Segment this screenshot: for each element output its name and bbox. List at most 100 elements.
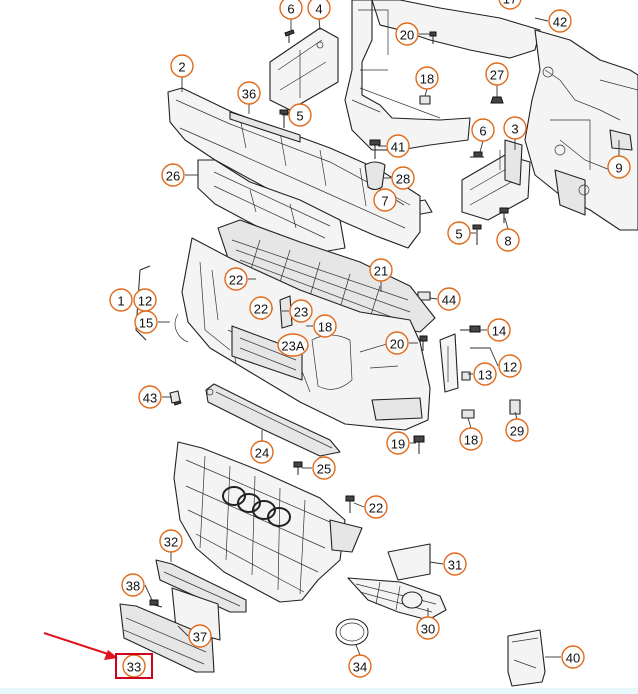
- radiator-grille: [173, 441, 363, 603]
- callout-12-right: 12: [498, 354, 522, 378]
- leader-lines: [144, 17, 620, 658]
- callout-label: 22: [369, 501, 383, 516]
- callout-ring: [395, 22, 419, 46]
- callout-label: 13: [478, 368, 492, 383]
- callout-23A: 23A: [277, 333, 309, 357]
- callout-ring: [498, 354, 522, 378]
- callout-40: 40: [561, 645, 585, 669]
- callout-label: 33: [127, 660, 141, 675]
- callout-1: 1: [109, 288, 133, 312]
- callout-33: 33: [122, 654, 146, 678]
- callout-ring: [161, 163, 185, 187]
- callout-label: 37: [193, 630, 207, 645]
- callout-label: 17: [503, 0, 517, 7]
- callout-ring: [373, 188, 397, 212]
- callout-18-low: 18: [459, 427, 483, 451]
- callout-14: 14: [487, 318, 511, 342]
- callout-ring: [487, 318, 511, 342]
- callout-ring: [561, 645, 585, 669]
- callout-ring: [159, 529, 183, 553]
- callout-ring: [170, 54, 194, 78]
- callout-42: 42: [548, 9, 572, 33]
- callout-ring: [138, 385, 162, 409]
- callout-label: 8: [504, 234, 511, 249]
- callout-label: 34: [353, 660, 367, 675]
- callout-ring: [289, 299, 313, 323]
- bottom-strip: [0, 688, 638, 694]
- clip-part-43: [169, 390, 181, 404]
- callout-label: 23: [294, 305, 308, 320]
- callout-label: 6: [287, 2, 294, 17]
- callout-8: 8: [496, 228, 520, 252]
- callout-3: 3: [503, 116, 527, 140]
- callout-25: 25: [312, 456, 336, 480]
- callout-label: 29: [510, 424, 524, 439]
- callout-label: 30: [421, 622, 435, 637]
- callout-label: 3: [511, 122, 518, 137]
- cover-part-31: [387, 543, 431, 581]
- callout-layer: 6417422021827365634192628758222111244222…: [109, 0, 631, 678]
- callout-7: 7: [373, 188, 397, 212]
- callout-label: 21: [374, 264, 388, 279]
- callout-38: 38: [121, 573, 145, 597]
- callout-9: 9: [607, 155, 631, 179]
- strip-part-36: [229, 111, 301, 143]
- callout-20-top: 20: [395, 22, 419, 46]
- callout-17: 17: [498, 0, 522, 10]
- callout-label: 25: [317, 462, 331, 477]
- callout-label: 22: [229, 273, 243, 288]
- callout-19: 19: [386, 431, 410, 455]
- callout-ring: [134, 310, 158, 334]
- callout-label: 28: [396, 172, 410, 187]
- callout-ring: [188, 624, 212, 648]
- callout-ring: [415, 66, 439, 90]
- callout-34: 34: [348, 654, 372, 678]
- callout-ring: [471, 118, 495, 142]
- callout-ring: [607, 155, 631, 179]
- callout-label: 6: [479, 124, 486, 139]
- callout-label: 32: [164, 535, 178, 550]
- callout-13: 13: [473, 362, 497, 386]
- callout-label: 14: [492, 324, 506, 339]
- callout-ring: [498, 0, 522, 10]
- callout-6-mid: 6: [471, 118, 495, 142]
- callout-label: 4: [315, 2, 322, 17]
- callout-label: 12: [138, 294, 152, 309]
- lock-carrier-assembly: [344, 0, 638, 231]
- bracket-part-12: [439, 333, 459, 393]
- callout-37: 37: [188, 624, 212, 648]
- callout-ring: [237, 81, 261, 105]
- callout-ring: [288, 103, 312, 127]
- callout-44: 44: [437, 287, 461, 311]
- bracket-part-32: [155, 559, 247, 613]
- callout-label: 42: [553, 15, 567, 30]
- callout-label: 1: [117, 294, 124, 309]
- callout-12-left: 12: [133, 288, 157, 312]
- callout-ring: [364, 495, 388, 519]
- callout-ring: [485, 62, 509, 86]
- callout-ring: [277, 333, 309, 357]
- callout-label: 18: [318, 320, 332, 335]
- callout-label: 27: [490, 68, 504, 83]
- callout-ring: [386, 134, 410, 158]
- callout-label: 20: [400, 28, 414, 43]
- callout-26: 26: [161, 163, 185, 187]
- callout-ring: [348, 654, 372, 678]
- callout-label: 43: [143, 391, 157, 406]
- callout-label: 44: [442, 293, 456, 308]
- callout-label: 22: [254, 302, 268, 317]
- callout-18-mid: 18: [313, 314, 337, 338]
- fog-grille-part-30: [347, 577, 447, 621]
- callout-43: 43: [138, 385, 162, 409]
- callout-ring: [369, 258, 393, 282]
- callout-ring: [313, 314, 337, 338]
- callout-label: 18: [420, 72, 434, 87]
- callout-label: 31: [448, 558, 462, 573]
- callout-label: 26: [166, 169, 180, 184]
- callout-30: 30: [416, 616, 440, 640]
- callout-label: 23A: [281, 339, 304, 354]
- callout-ring: [548, 9, 572, 33]
- callout-29: 29: [505, 418, 529, 442]
